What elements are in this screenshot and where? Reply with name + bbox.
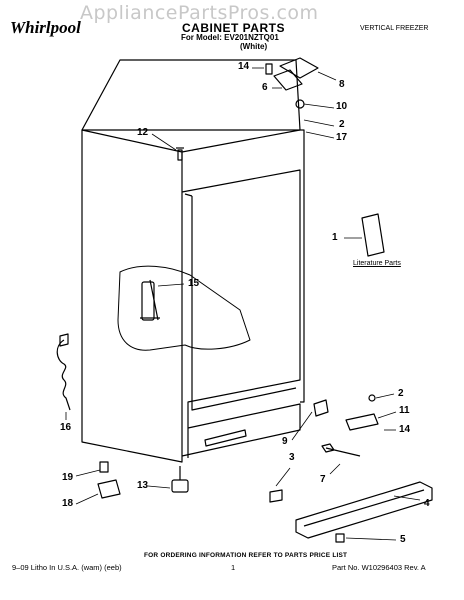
brand-logo: Whirlpool xyxy=(10,18,81,37)
callout-5: 5 xyxy=(400,534,406,545)
callout-16: 16 xyxy=(60,422,72,433)
callout-4: 4 xyxy=(424,498,430,509)
callout-14-top: 14 xyxy=(238,61,250,72)
model-color: (White) xyxy=(240,42,268,51)
kick-plate xyxy=(295,481,433,539)
cabinet-opening xyxy=(181,169,301,458)
product-category: VERTICAL FREEZER xyxy=(360,25,429,32)
page-number: 1 xyxy=(231,563,236,572)
callout-15: 15 xyxy=(188,278,200,289)
callout-3: 3 xyxy=(289,452,295,463)
callout-10: 10 xyxy=(336,101,348,112)
model-number: For Model: EV201NZTQ01 xyxy=(181,33,279,42)
cabinet-top xyxy=(81,59,301,131)
literature-part xyxy=(361,213,385,257)
callout-11: 11 xyxy=(399,405,410,416)
cabinet-front-right xyxy=(300,129,305,403)
page-title: CABINET PARTS xyxy=(182,21,285,35)
callout-13: 13 xyxy=(137,480,149,491)
callout-2-bottom: 2 xyxy=(398,388,404,399)
callout-2-top: 2 xyxy=(339,119,345,130)
callout-1: 1 xyxy=(332,232,338,243)
callout-12: 12 xyxy=(137,127,149,138)
part-number: Part No. W10296403 Rev. A xyxy=(332,563,426,572)
callout-9: 9 xyxy=(282,436,288,447)
callout-19: 19 xyxy=(62,472,74,483)
watermark: AppliancePartsPros.com xyxy=(80,2,319,24)
callout-17: 17 xyxy=(336,132,348,143)
footer-litho: 9–09 Litho In U.S.A. (wam) (eeb) xyxy=(12,563,122,572)
callout-18: 18 xyxy=(62,498,74,509)
cabinet-left-side xyxy=(81,129,183,463)
cutaway-view xyxy=(117,265,251,351)
base-rail xyxy=(181,403,301,457)
literature-parts-label: Literature Parts xyxy=(353,260,401,267)
callout-6: 6 xyxy=(262,82,268,93)
ordering-note: FOR ORDERING INFORMATION REFER TO PARTS … xyxy=(144,552,348,559)
callout-14-bottom: 14 xyxy=(399,424,411,435)
callout-7: 7 xyxy=(320,474,326,485)
power-cord xyxy=(56,339,71,411)
hinge-cover xyxy=(279,57,319,79)
callout-8: 8 xyxy=(339,79,345,90)
